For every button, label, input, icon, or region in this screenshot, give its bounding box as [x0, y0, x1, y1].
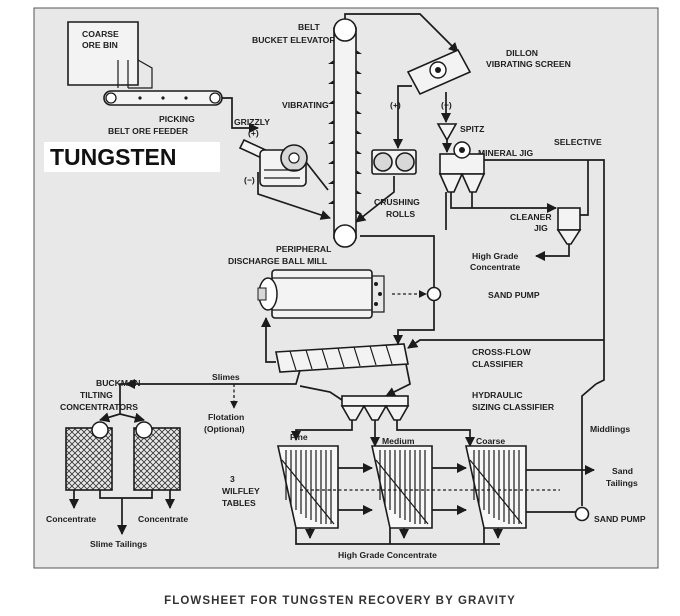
grizzly-label: GRIZZLY	[234, 117, 270, 127]
dillon-label-1: DILLON	[506, 48, 538, 58]
sand-tailings-label-2: Tailings	[606, 478, 638, 488]
screen-plus: (+)	[390, 100, 401, 110]
slimes-label: Slimes	[212, 372, 240, 382]
crossflow-label-2: CLASSIFIER	[472, 359, 524, 369]
cleaner-label-2: JIG	[534, 223, 548, 233]
spitz-label: SPITZ	[460, 124, 484, 134]
peripheral-discharge-ball-mill	[257, 269, 385, 319]
wilfley-label-3: TABLES	[222, 498, 256, 508]
dillon-vibrating-screen	[406, 48, 472, 96]
selective-mineral-jig	[438, 141, 486, 193]
buckman-concentrator-right	[133, 421, 181, 491]
high-grade-bottom-label: High Grade Concentrate	[338, 550, 437, 560]
buckman-label-3: CONCENTRATORS	[60, 402, 138, 412]
crushing-label-2: ROLLS	[386, 209, 415, 219]
buckman-label-1: BUCKMAN	[96, 378, 140, 388]
wilfley-table-coarse	[465, 445, 527, 529]
sand-tailings-label-1: Sand	[612, 466, 633, 476]
vibrating-label: VIBRATING	[282, 100, 329, 110]
coarse-label: Coarse	[476, 436, 505, 446]
buckman-concentrator-left	[65, 421, 113, 491]
high-grade-label-1: High Grade	[472, 251, 519, 261]
concentrate-right-label: Concentrate	[138, 514, 188, 524]
flotation-label-2: (Optional)	[204, 424, 245, 434]
ore-bin-label-1: COARSE	[82, 29, 119, 39]
hydraulic-label-2: SIZING CLASSIFIER	[472, 402, 555, 412]
ore-bin-label-2: ORE BIN	[82, 40, 118, 50]
grizzly-minus: (−)	[244, 175, 255, 185]
spitz-cone	[436, 123, 458, 142]
slime-tailings-label: Slime Tailings	[90, 539, 147, 549]
elevator-label-1: BELT	[298, 22, 321, 32]
caption-text: FLOWSHEET FOR TUNGSTEN RECOVERY BY GRAVI…	[164, 595, 516, 607]
cross-flow-classifier	[275, 343, 409, 373]
hydraulic-sizing-classifier	[340, 395, 410, 421]
feeder-label: BELT ORE FEEDER	[108, 126, 189, 136]
concentrate-left-label: Concentrate	[46, 514, 96, 524]
ball-mill-label-2: DISCHARGE BALL MILL	[228, 256, 327, 266]
wilfley-label-1: 3	[230, 474, 235, 484]
selective-label-1: SELECTIVE	[554, 137, 602, 147]
wilfley-label-2: WILFLEY	[222, 486, 260, 496]
crossflow-label-1: CROSS-FLOW	[472, 347, 532, 357]
sand-pump-top	[426, 286, 442, 302]
picking-label: PICKING	[159, 114, 195, 124]
grizzly-plus: (+)	[248, 128, 259, 138]
crushing-rolls	[371, 149, 417, 175]
buckman-label-2: TILTING	[80, 390, 113, 400]
wilfley-table-medium	[371, 445, 433, 529]
sand-pump-bottom-label: SAND PUMP	[594, 514, 646, 524]
fine-label: Fine	[290, 432, 308, 442]
cleaner-label-1: CLEANER	[510, 212, 552, 222]
title-banner	[44, 142, 220, 172]
ball-mill-label-1: PERIPHERAL	[276, 244, 331, 254]
title-text: TUNGSTEN	[50, 144, 177, 170]
flotation-label-1: Flotation	[208, 412, 244, 422]
dillon-label-2: VIBRATING SCREEN	[486, 59, 571, 69]
middlings-label: Middlings	[590, 424, 630, 434]
sand-pump-bottom	[574, 506, 590, 522]
elevator-label-2: BUCKET ELEVATOR	[252, 35, 336, 45]
high-grade-label-2: Concentrate	[470, 262, 520, 272]
sand-pump-top-label: SAND PUMP	[488, 290, 540, 300]
belt-bucket-elevator	[328, 18, 362, 248]
crushing-label-1: CRUSHING	[374, 197, 420, 207]
picking-belt-feeder	[103, 90, 223, 106]
wilfley-table-fine	[277, 445, 339, 529]
cleaner-jig	[556, 207, 582, 245]
medium-label: Medium	[382, 436, 415, 446]
vibrating-grizzly	[238, 138, 308, 187]
selective-label-2: MINERAL JIG	[478, 148, 534, 158]
hydraulic-label-1: HYDRAULIC	[472, 390, 523, 400]
coarse-ore-bin	[67, 21, 153, 89]
